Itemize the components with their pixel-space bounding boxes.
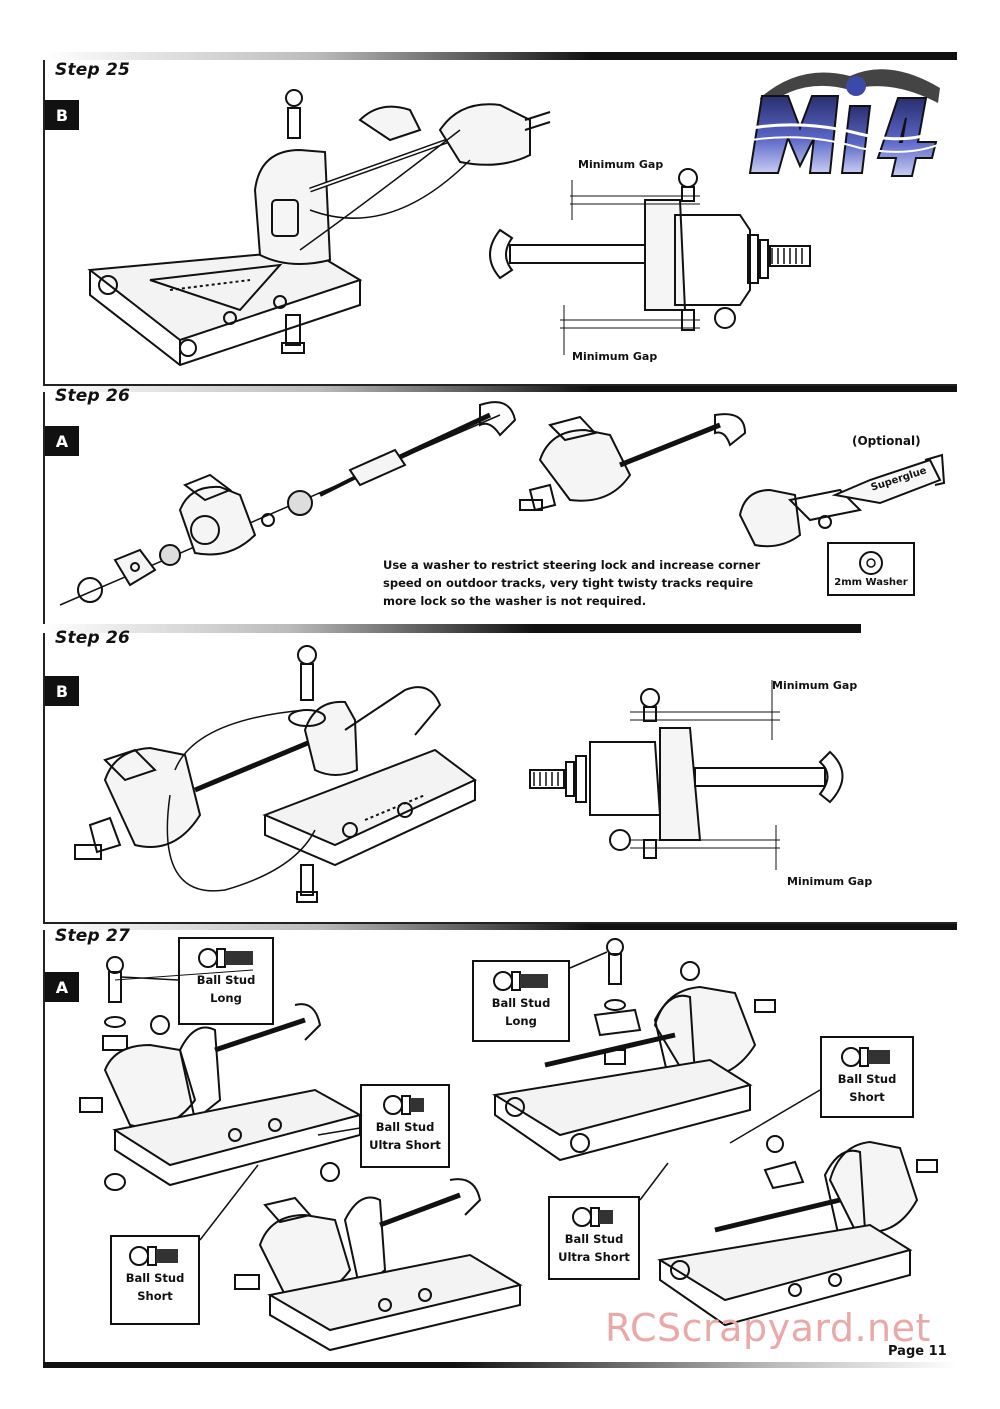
step-27-right-lower-assembly [657, 1135, 938, 1327]
ball-stud-icon [129, 1246, 178, 1266]
step-26b-header-bar [43, 624, 861, 633]
step-26a-optional-label: (Optional) [852, 434, 921, 448]
step-26b-gap-diagram [529, 680, 844, 870]
step-25-gap-diagram [489, 168, 811, 355]
ball-stud-short-callout-right: Ball Stud Short [820, 1036, 914, 1118]
step-25-assembly-drawing [87, 89, 551, 367]
step-25-sub-label: B [45, 100, 79, 130]
step-26b-title: Step 26 [55, 628, 131, 648]
step-26a-note: Use a washer to restrict steering lock a… [383, 558, 761, 608]
step-26a-title: Step 26 [55, 386, 131, 406]
callout-6-line2: Ultra Short [558, 1250, 630, 1264]
footer-bar [43, 1362, 957, 1368]
step-27-title: Step 27 [55, 926, 131, 946]
step-27-top-divider [43, 922, 957, 924]
step-26a-header-bar [43, 386, 957, 392]
ball-stud-ultra-short-callout-left: Ball Stud Ultra Short [360, 1084, 450, 1168]
step-27-right-upper-assembly [492, 938, 776, 1162]
ball-stud-icon [198, 948, 253, 968]
step-26a-exploded-drawing [59, 401, 517, 606]
step-25-gap-bottom-label: Minimum Gap [572, 350, 658, 363]
callout-3-line1: Ball Stud [125, 1271, 185, 1285]
callout-5-line1: Ball Stud [837, 1072, 897, 1086]
callout-2-line2: Ultra Short [369, 1138, 441, 1152]
step-25-gap-top-label: Minimum Gap [578, 158, 664, 171]
ball-stud-icon [383, 1095, 424, 1115]
ball-stud-short-callout-left: Ball Stud Short [110, 1235, 200, 1325]
step-26a-top-divider [43, 384, 957, 386]
step-27-left-lower-assembly [234, 1162, 523, 1352]
callout-4-line2: Long [505, 1014, 537, 1028]
callout-2-line1: Ball Stud [375, 1120, 435, 1134]
ball-stud-icon [493, 971, 548, 991]
step-26b-gap-top-label: Minimum Gap [772, 679, 858, 692]
step-26b-sub-label: B [45, 676, 79, 706]
step-26b-gap-bottom-label: Minimum Gap [787, 875, 873, 888]
callout-4-line1: Ball Stud [491, 996, 551, 1010]
watermark: RCScrapyard.net [605, 1306, 931, 1350]
callout-5-line2: Short [849, 1090, 885, 1104]
callout-3-line2: Short [137, 1289, 173, 1303]
ball-stud-long-callout-right: Ball Stud Long [472, 960, 570, 1042]
ball-stud-ultra-short-callout-right: Ball Stud Ultra Short [548, 1196, 640, 1280]
callout-1-line1: Ball Stud [196, 973, 256, 987]
step-27-header-bar [43, 924, 957, 930]
page-number: Page 11 [888, 1344, 947, 1359]
mi4-logo [739, 58, 946, 180]
step-26a-optional-drawing [738, 453, 946, 548]
ball-stud-long-callout-left: Ball Stud Long [178, 937, 274, 1025]
ball-stud-icon [841, 1047, 890, 1067]
step-25-header-bar [43, 52, 957, 60]
step-25-title: Step 25 [55, 60, 131, 80]
step-27-left-upper-assembly [79, 956, 363, 1191]
step-26a-assembled-drawing [519, 413, 747, 512]
callout-1-line2: Long [210, 991, 242, 1005]
ball-stud-icon [572, 1207, 613, 1227]
callout-6-line1: Ball Stud [564, 1232, 624, 1246]
page-frame [43, 52, 957, 1364]
step-26b-assembly-drawing [74, 645, 477, 903]
step-26a-washer-label: 2mm Washer [834, 577, 908, 588]
step-26a-washer-callout: 2mm Washer [827, 542, 915, 596]
step-27-sub-label: A [45, 972, 79, 1002]
step-26a-sub-label: A [45, 426, 79, 456]
washer-icon [859, 551, 883, 575]
